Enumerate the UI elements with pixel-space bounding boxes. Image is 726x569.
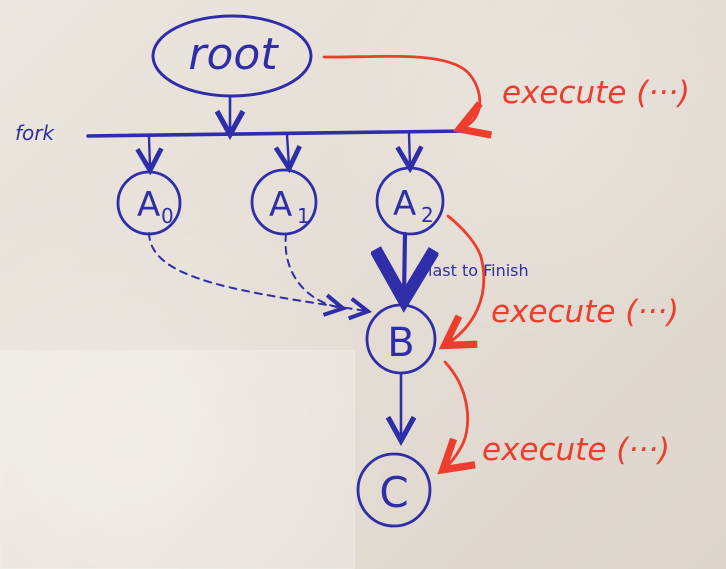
fork-to-a1-arrow bbox=[287, 133, 289, 166]
execute-label-3: execute (···) bbox=[482, 432, 670, 468]
fork-to-a0-arrow bbox=[149, 135, 150, 168]
a1-to-b-dashed-arrow bbox=[284, 233, 341, 308]
c-node bbox=[356, 452, 432, 528]
a1-sub-label: 1 bbox=[297, 204, 310, 228]
a2-to-b-bold-arrow bbox=[404, 231, 405, 296]
fork-label: fork bbox=[15, 121, 56, 145]
a0-main-label: A bbox=[137, 185, 160, 225]
execute-root-arrow bbox=[322, 54, 480, 128]
fork-to-a2-arrow bbox=[409, 131, 410, 166]
last-to-finish-label: last to Finish bbox=[428, 261, 529, 280]
paper-shade bbox=[0, 350, 355, 569]
root-label: root bbox=[188, 29, 279, 80]
execute-a2-arrow bbox=[447, 214, 486, 344]
a2-main-label: A bbox=[393, 184, 416, 224]
root-node bbox=[151, 14, 313, 98]
execute-label-2: execute (···) bbox=[491, 294, 679, 330]
a1-node bbox=[250, 168, 318, 236]
a1-main-label: A bbox=[269, 185, 292, 225]
a0-sub-label: 0 bbox=[161, 204, 174, 228]
execute-label-1: execute (···) bbox=[502, 75, 690, 111]
a2-node bbox=[375, 166, 445, 236]
c-label: C bbox=[379, 468, 408, 517]
b-label: B bbox=[387, 320, 414, 366]
fork-line bbox=[86, 129, 468, 138]
a2-sub-label: 2 bbox=[421, 203, 434, 227]
a0-to-b-dashed-arrow bbox=[148, 232, 366, 311]
execute-b-arrow bbox=[445, 360, 468, 468]
